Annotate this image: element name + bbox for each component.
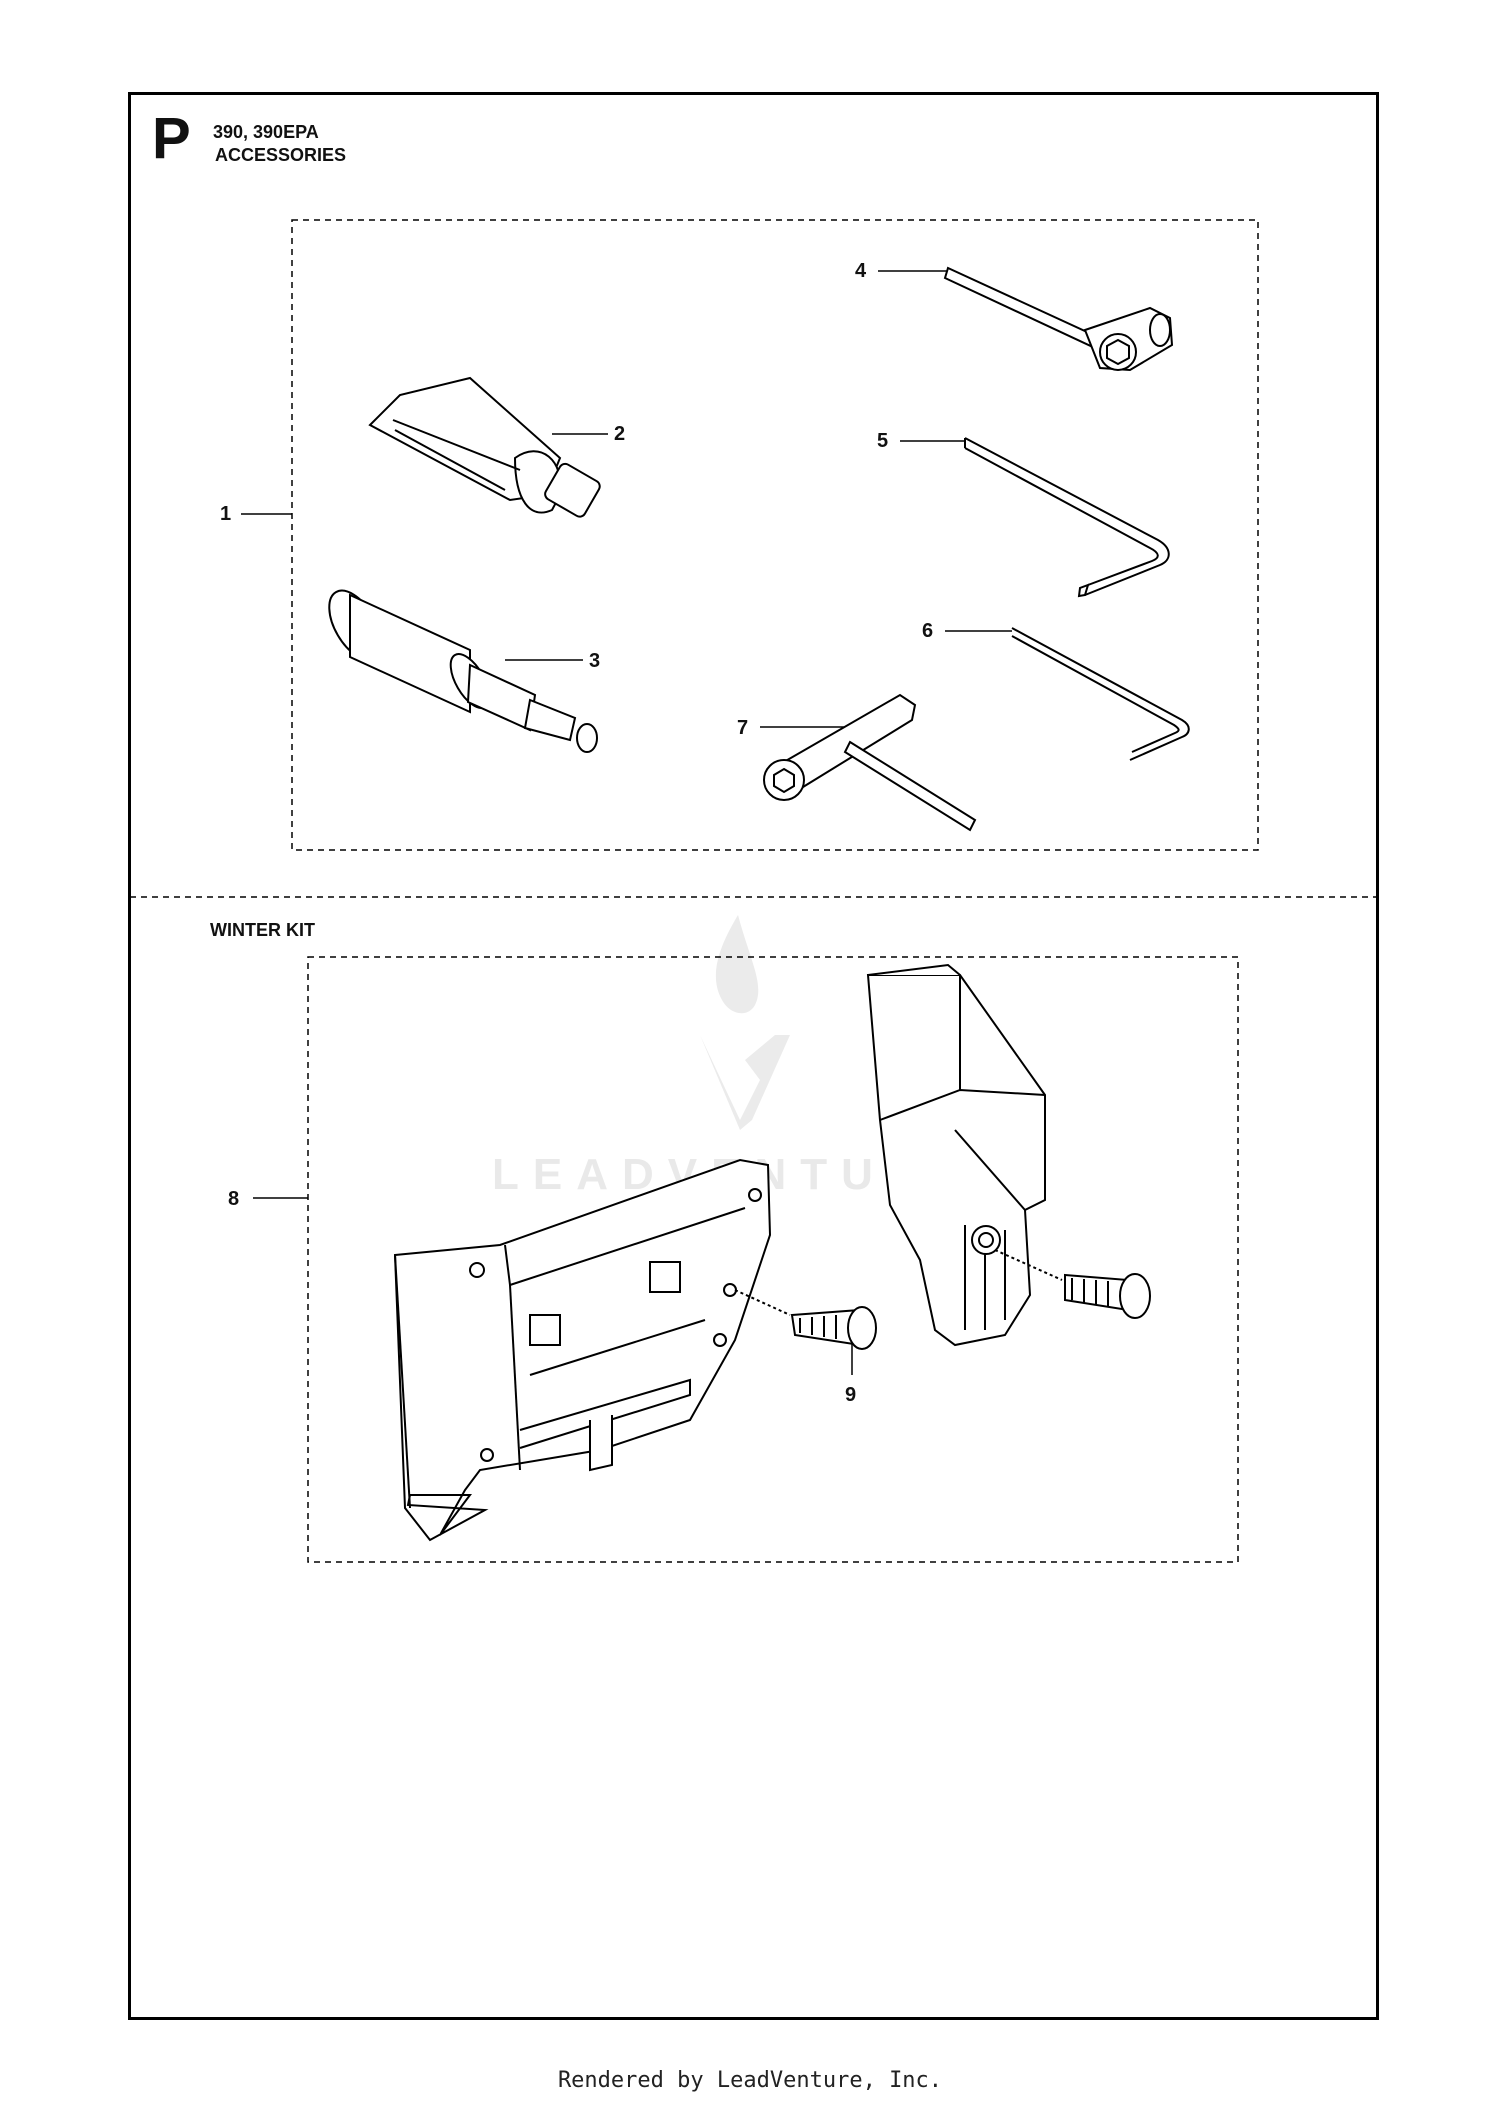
piston-stop-tool	[328, 589, 598, 753]
screw-9	[734, 1289, 877, 1350]
callout-9[interactable]: 9	[845, 1384, 857, 1406]
callout-5[interactable]: 5	[877, 430, 889, 452]
hex-key-small	[1011, 627, 1190, 761]
callout-1[interactable]: 1	[220, 503, 232, 525]
callout-7[interactable]: 7	[737, 717, 749, 739]
model-numbers: 390, 390EPA	[213, 122, 319, 142]
combination-spanner	[943, 266, 1174, 372]
callout-6[interactable]: 6	[922, 620, 934, 642]
winter-kit-title: WINTER KIT	[210, 920, 315, 940]
callout-3[interactable]: 3	[589, 650, 601, 672]
footer-credit: Rendered by LeadVenture, Inc.	[557, 2068, 943, 2093]
callout-2[interactable]: 2	[614, 423, 626, 445]
page-frame	[128, 92, 1379, 2020]
screw-cover	[994, 1249, 1151, 1319]
winter-kit-cover	[866, 963, 1046, 1347]
section-title: ACCESSORIES	[215, 145, 347, 165]
callout-4[interactable]: 4	[855, 260, 867, 282]
grease-tube	[368, 376, 601, 518]
hex-key-large	[964, 437, 1170, 598]
accessories-group-box	[291, 219, 1259, 851]
callout-8[interactable]: 8	[228, 1188, 240, 1210]
t-wrench	[763, 693, 977, 832]
section-letter: P	[152, 106, 191, 171]
winter-kit-plate	[393, 1158, 772, 1542]
winter-kit-group-box	[307, 956, 1239, 1563]
